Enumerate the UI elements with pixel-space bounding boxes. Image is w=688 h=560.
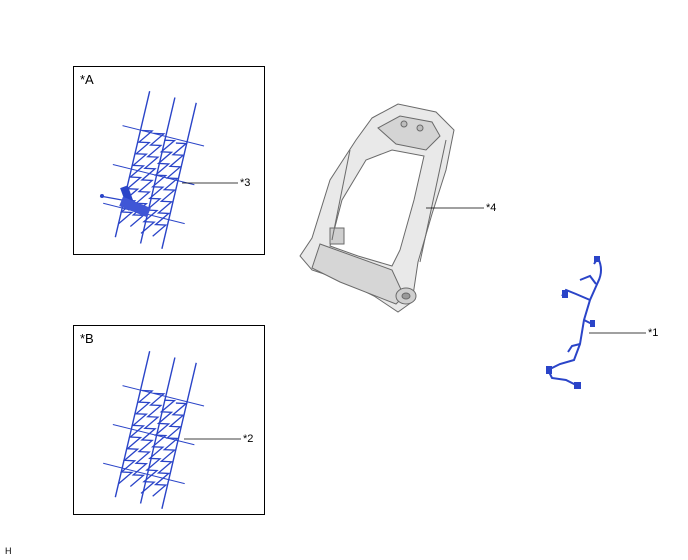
lumbar-motor-a xyxy=(99,185,151,218)
seatback-spring-assembly-b xyxy=(103,351,205,509)
panel-b-label: *B xyxy=(80,331,94,346)
callout-label-3: *3 xyxy=(240,177,251,189)
detail-panel-b: *B xyxy=(73,325,265,515)
panel-a-label: *A xyxy=(80,72,94,87)
corner-mark: H xyxy=(5,546,12,556)
harness-connectors xyxy=(546,256,600,389)
callout-label-2: *2 xyxy=(243,433,254,445)
callout-label-1: *1 xyxy=(648,327,659,339)
seatback-frame xyxy=(299,103,455,313)
callout-label-4: *4 xyxy=(486,202,497,214)
detail-panel-a: *A xyxy=(73,66,265,255)
seatback-spring-assembly-a xyxy=(103,91,205,249)
